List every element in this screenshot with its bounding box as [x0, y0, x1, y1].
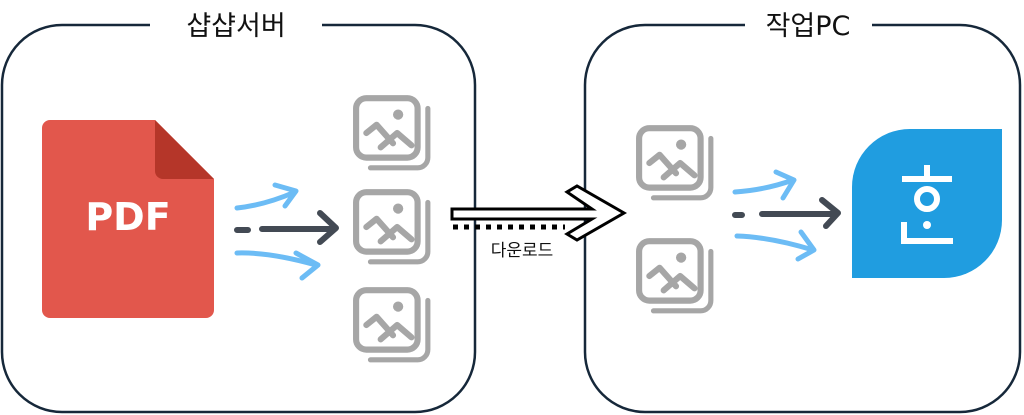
- convert-arrows-right: [732, 169, 841, 262]
- convert-arrows-left: [234, 182, 339, 281]
- download-label: 다운로드: [491, 241, 554, 261]
- image-icon: [356, 290, 428, 360]
- image-icon: [639, 241, 711, 311]
- server-box-title: 샵샵서버: [186, 11, 285, 42]
- image-icon: [639, 128, 711, 198]
- pc-box-title: 작업PC: [766, 11, 851, 42]
- image-icon: [356, 98, 428, 168]
- server-box: 샵샵서버: [0, 11, 477, 414]
- download-arrow: 다운로드: [450, 184, 628, 261]
- pdf-file-icon: PDF: [42, 120, 214, 318]
- pdf-label: PDF: [85, 195, 170, 239]
- image-icon: [356, 192, 428, 262]
- hwp-app-icon: [852, 129, 1002, 278]
- pc-box: 작업PC: [583, 11, 1022, 414]
